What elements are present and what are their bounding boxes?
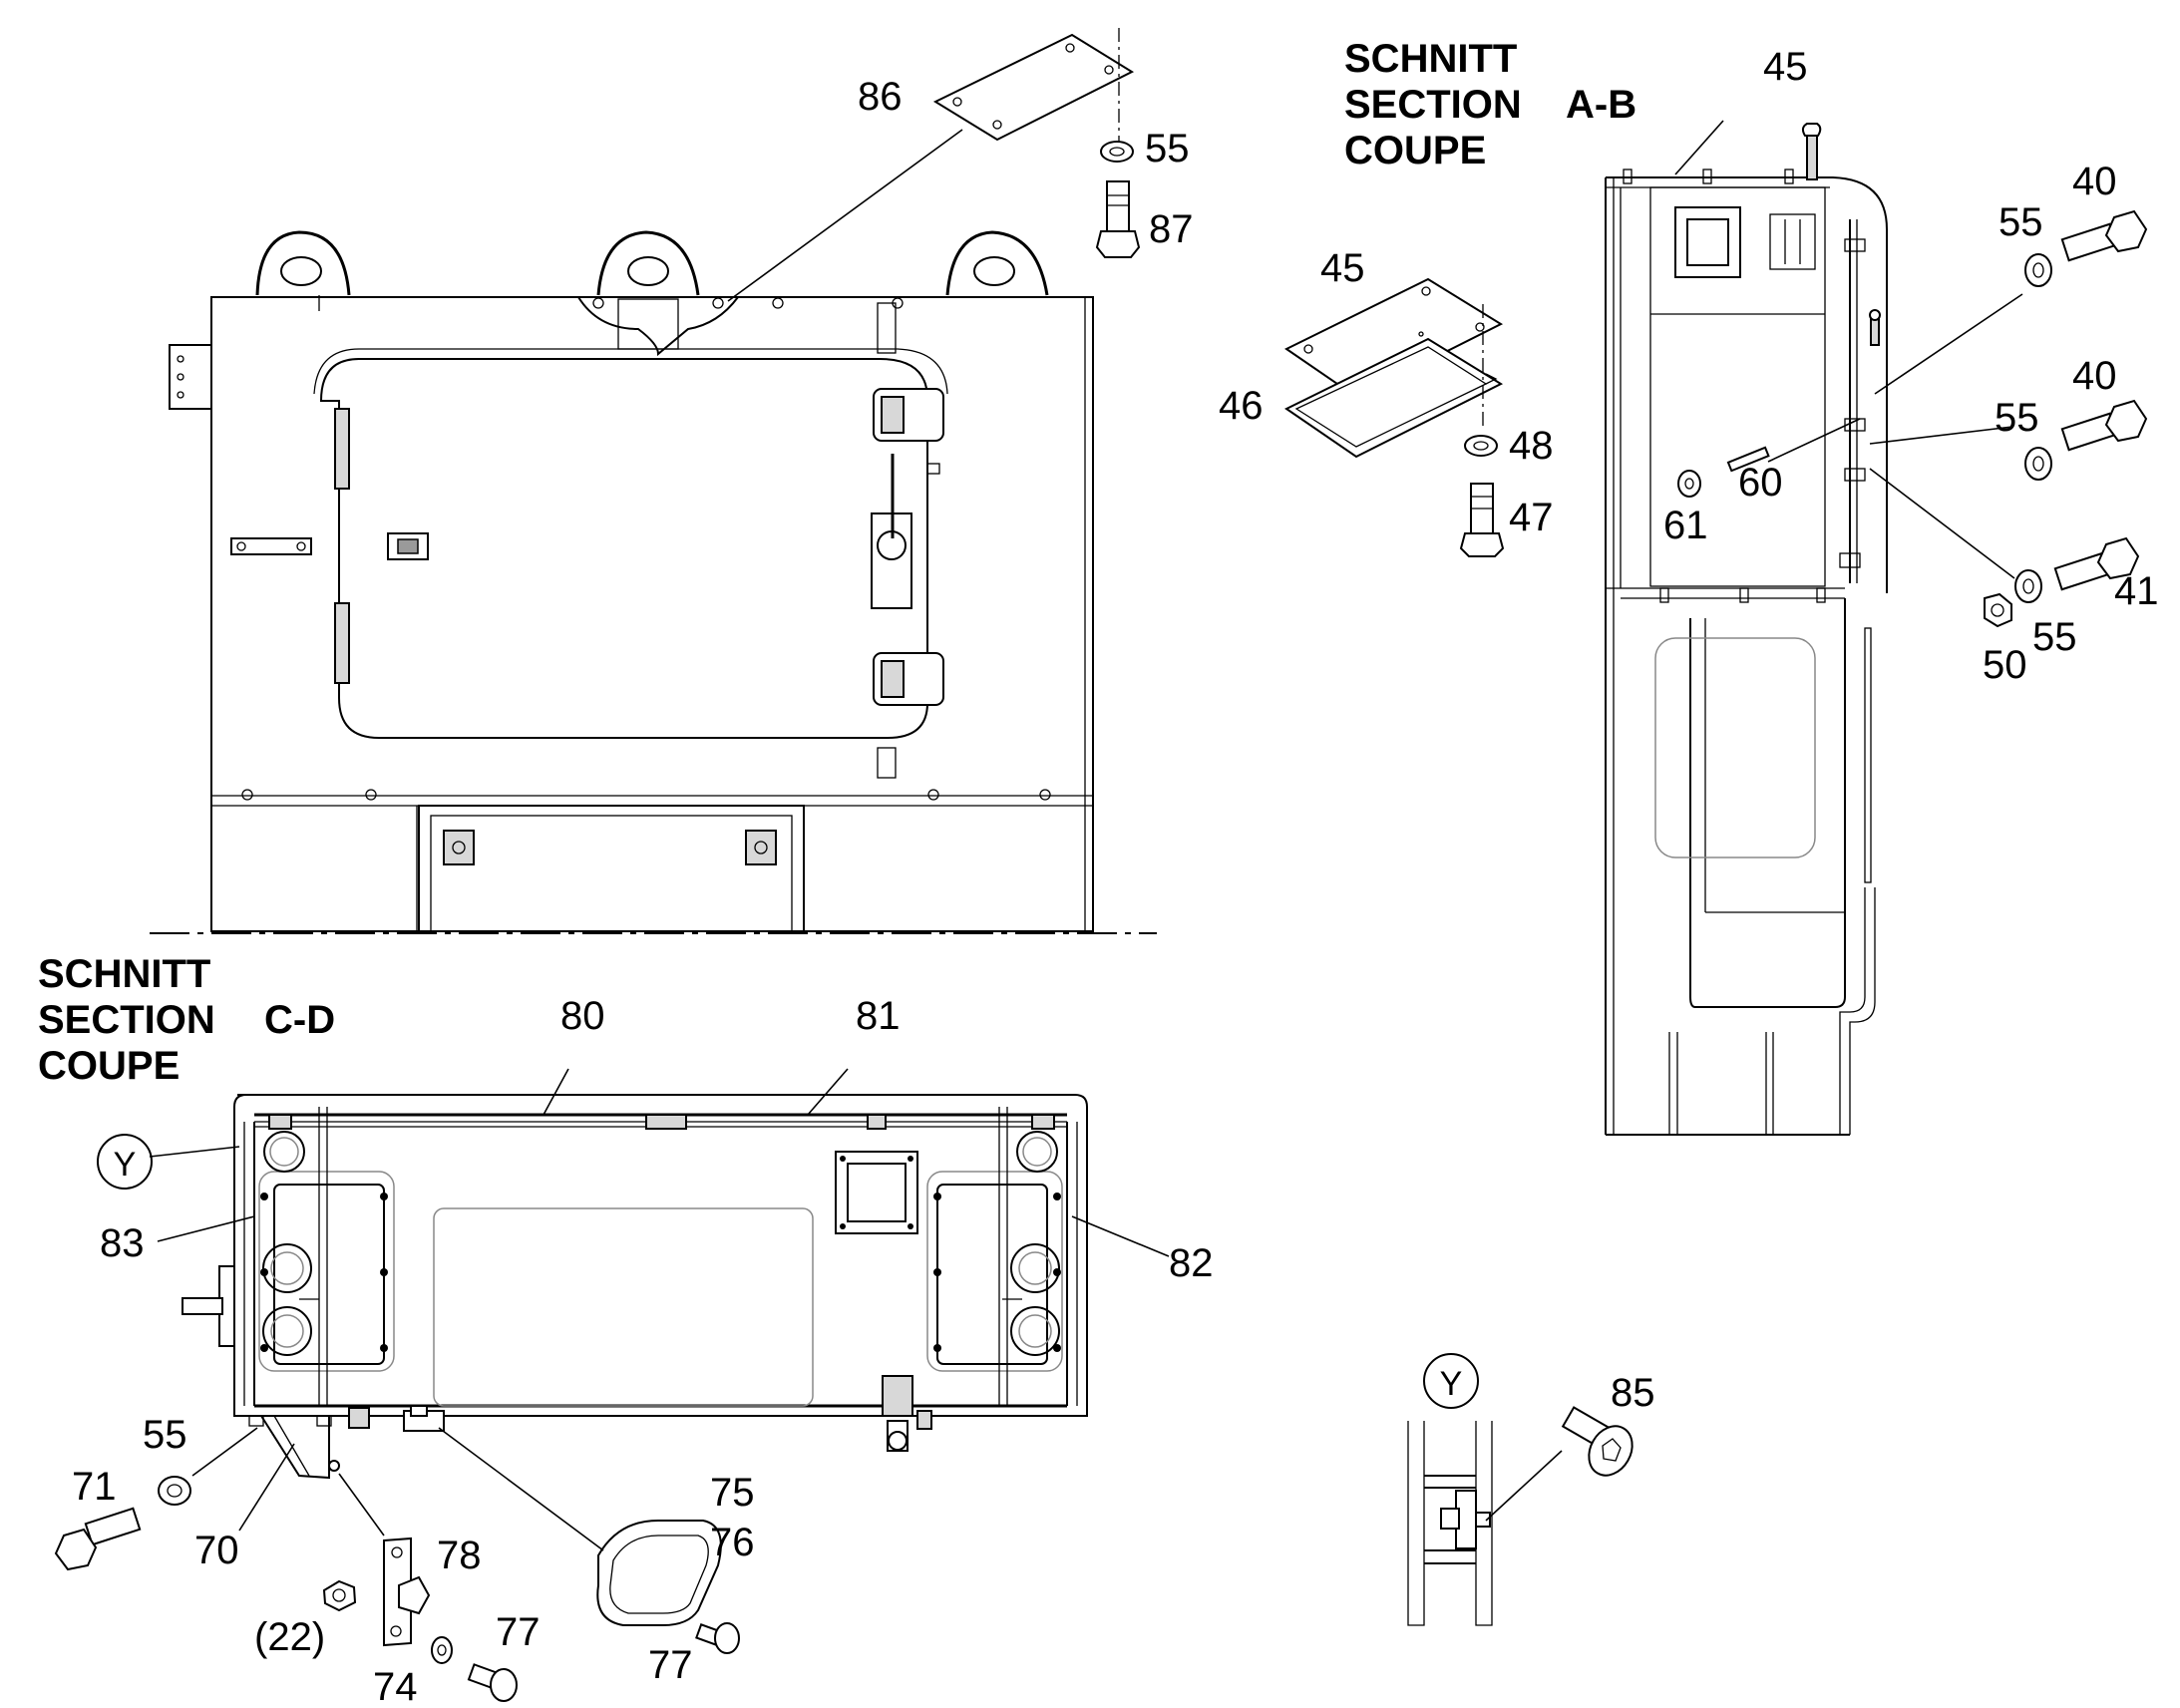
bolt-47 bbox=[1459, 483, 1505, 557]
label-85: 85 bbox=[1611, 1371, 1655, 1415]
svg-text:COUPE: COUPE bbox=[38, 1044, 180, 1088]
cover-75-76 bbox=[596, 1520, 722, 1626]
part-labels: 86 55 87 45 46 48 47 45 40 55 40 55 41 5… bbox=[72, 45, 2159, 1708]
detail-y-view bbox=[1407, 1421, 1563, 1626]
label-50: 50 bbox=[1983, 643, 2027, 687]
cover-plate-86 bbox=[727, 28, 1135, 302]
leader-lines bbox=[149, 120, 2023, 1551]
label-40-upper: 40 bbox=[2072, 160, 2117, 203]
lifting-eye-left bbox=[255, 230, 351, 311]
label-77-left: 77 bbox=[496, 1610, 541, 1654]
label-55-upper: 55 bbox=[1998, 200, 2043, 244]
label-80: 80 bbox=[560, 994, 605, 1038]
label-60: 60 bbox=[1738, 461, 1783, 505]
label-71: 71 bbox=[72, 1465, 117, 1509]
nut-22 bbox=[322, 1579, 357, 1612]
label-86: 86 bbox=[858, 75, 903, 119]
bolt-41 bbox=[2053, 536, 2140, 591]
label-22: (22) bbox=[254, 1615, 325, 1659]
inspection-window bbox=[835, 1151, 918, 1234]
label-83: 83 bbox=[100, 1221, 145, 1265]
label-40-lower: 40 bbox=[2072, 354, 2117, 398]
lower-bracket-right bbox=[745, 830, 777, 865]
svg-text:SCHNITT: SCHNITT bbox=[38, 952, 210, 996]
screw-77-left bbox=[467, 1663, 518, 1702]
side-lug bbox=[169, 344, 212, 410]
door-label bbox=[387, 532, 429, 560]
top-adapter bbox=[617, 298, 679, 350]
label-77-right: 77 bbox=[648, 1643, 693, 1687]
right-port-panel bbox=[936, 1184, 1048, 1365]
svg-text:Y: Y bbox=[114, 1146, 137, 1184]
lifting-eye-right bbox=[945, 230, 1049, 296]
label-74: 74 bbox=[373, 1665, 418, 1708]
label-45-section: 45 bbox=[1763, 45, 1808, 89]
svg-text:SCHNITT: SCHNITT bbox=[1344, 37, 1517, 81]
washer-55-bottom bbox=[158, 1476, 191, 1506]
label-47: 47 bbox=[1509, 496, 1554, 539]
label-55-lower: 55 bbox=[2032, 615, 2077, 659]
section-cd-view bbox=[182, 1094, 1088, 1480]
hinge-top bbox=[334, 408, 350, 490]
label-61: 61 bbox=[1663, 504, 1708, 547]
screw-85 bbox=[1561, 1406, 1634, 1477]
nut-50 bbox=[1984, 592, 2012, 628]
bolt-71 bbox=[54, 1507, 142, 1571]
label-78: 78 bbox=[437, 1534, 482, 1577]
left-port-panel bbox=[273, 1184, 385, 1365]
lower-panel bbox=[418, 805, 805, 932]
label-41: 41 bbox=[2114, 569, 2159, 613]
door-latch-assembly bbox=[871, 302, 944, 779]
label-81: 81 bbox=[856, 994, 901, 1038]
bolt-40-upper bbox=[2060, 209, 2148, 262]
hinge-bottom bbox=[334, 602, 350, 684]
label-70: 70 bbox=[194, 1529, 239, 1572]
label-55-bottom: 55 bbox=[143, 1413, 187, 1457]
label-55-top: 55 bbox=[1145, 127, 1190, 171]
plate-78 bbox=[383, 1537, 431, 1647]
label-75: 75 bbox=[710, 1471, 755, 1515]
label-82: 82 bbox=[1169, 1241, 1214, 1285]
lower-bracket-left bbox=[443, 830, 475, 865]
washer-55-top bbox=[1100, 141, 1134, 163]
washer-55-middle bbox=[2024, 447, 2052, 481]
label-87: 87 bbox=[1149, 207, 1194, 251]
pin-60 bbox=[1726, 446, 1770, 473]
section-ab-view bbox=[1605, 123, 1888, 1136]
svg-text:COUPE: COUPE bbox=[1344, 129, 1486, 172]
detail-marker-y-main: Y bbox=[97, 1134, 153, 1190]
label-76: 76 bbox=[710, 1521, 755, 1564]
label-48: 48 bbox=[1509, 424, 1554, 468]
svg-text:SECTION: SECTION bbox=[38, 998, 215, 1042]
front-elevation-view bbox=[150, 230, 1157, 934]
bolt-87 bbox=[1095, 180, 1141, 258]
side-latch bbox=[230, 537, 312, 555]
washer-77 bbox=[431, 1636, 453, 1664]
washer-61 bbox=[1677, 470, 1701, 498]
lifting-eye-middle bbox=[596, 230, 700, 296]
heading-section-ab: SCHNITT SECTION COUPE A-B bbox=[1344, 37, 1636, 172]
svg-text:A-B: A-B bbox=[1566, 83, 1636, 127]
heading-section-cd: SCHNITT SECTION COUPE C-D bbox=[38, 952, 335, 1088]
port-seals bbox=[262, 1131, 1060, 1356]
washer-55-lower bbox=[2014, 569, 2042, 603]
svg-text:C-D: C-D bbox=[264, 998, 335, 1042]
washer-55-upper bbox=[2024, 253, 2052, 287]
bolt-40-lower bbox=[2060, 399, 2148, 452]
washer-48 bbox=[1464, 435, 1498, 457]
detail-marker-y-detail: Y bbox=[1423, 1353, 1479, 1409]
label-55-middle: 55 bbox=[1995, 396, 2039, 440]
screw-77-right bbox=[695, 1622, 740, 1654]
svg-text:Y: Y bbox=[1440, 1365, 1463, 1403]
label-46: 46 bbox=[1219, 384, 1264, 428]
svg-text:SECTION: SECTION bbox=[1344, 83, 1522, 127]
label-45-cover: 45 bbox=[1320, 246, 1365, 290]
